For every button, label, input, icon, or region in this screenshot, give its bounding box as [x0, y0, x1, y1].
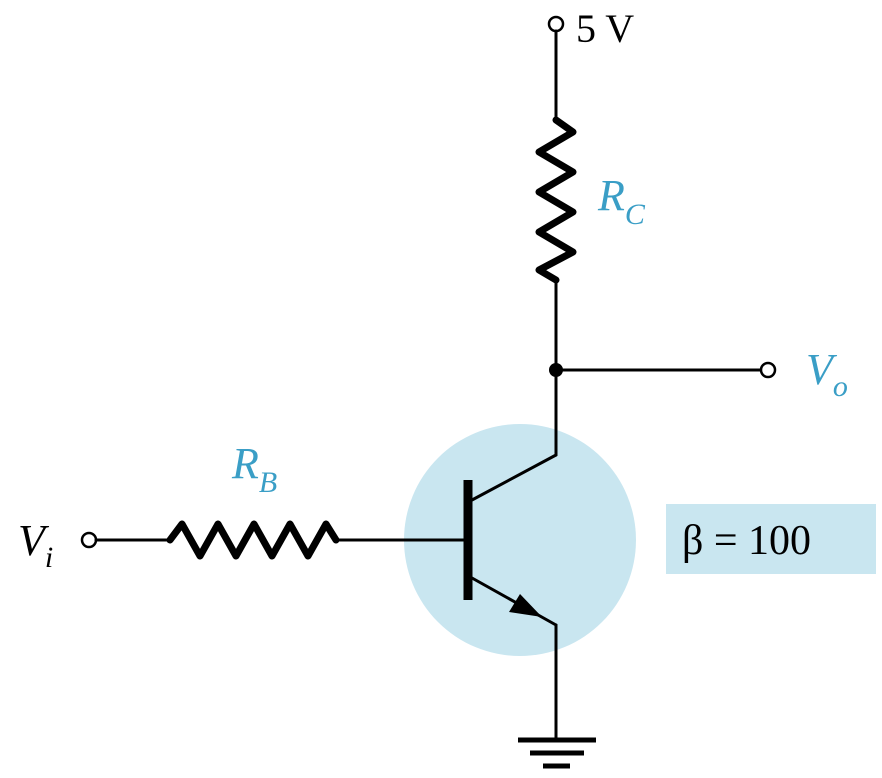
collector-resistor — [535, 116, 577, 284]
supply-label: 5 V — [576, 6, 634, 51]
base-resistor-label: RB — [231, 439, 277, 499]
input-label: Vi — [18, 516, 53, 574]
output-label: Vo — [806, 345, 848, 403]
base-resistor — [166, 520, 340, 560]
input-terminal[interactable] — [80, 531, 98, 549]
transistor-highlight — [404, 424, 636, 656]
transistor-collector-lead — [470, 453, 558, 502]
ground-icon — [518, 737, 596, 769]
emitter-arrow-icon — [509, 594, 542, 617]
transistor-emitter-lead — [470, 576, 558, 627]
gain-label: β = 100 — [682, 518, 811, 564]
collector-resistor-label: RC — [597, 171, 646, 231]
gain-box — [666, 504, 876, 574]
output-terminal[interactable] — [759, 361, 777, 379]
supply-terminal[interactable] — [547, 15, 565, 33]
